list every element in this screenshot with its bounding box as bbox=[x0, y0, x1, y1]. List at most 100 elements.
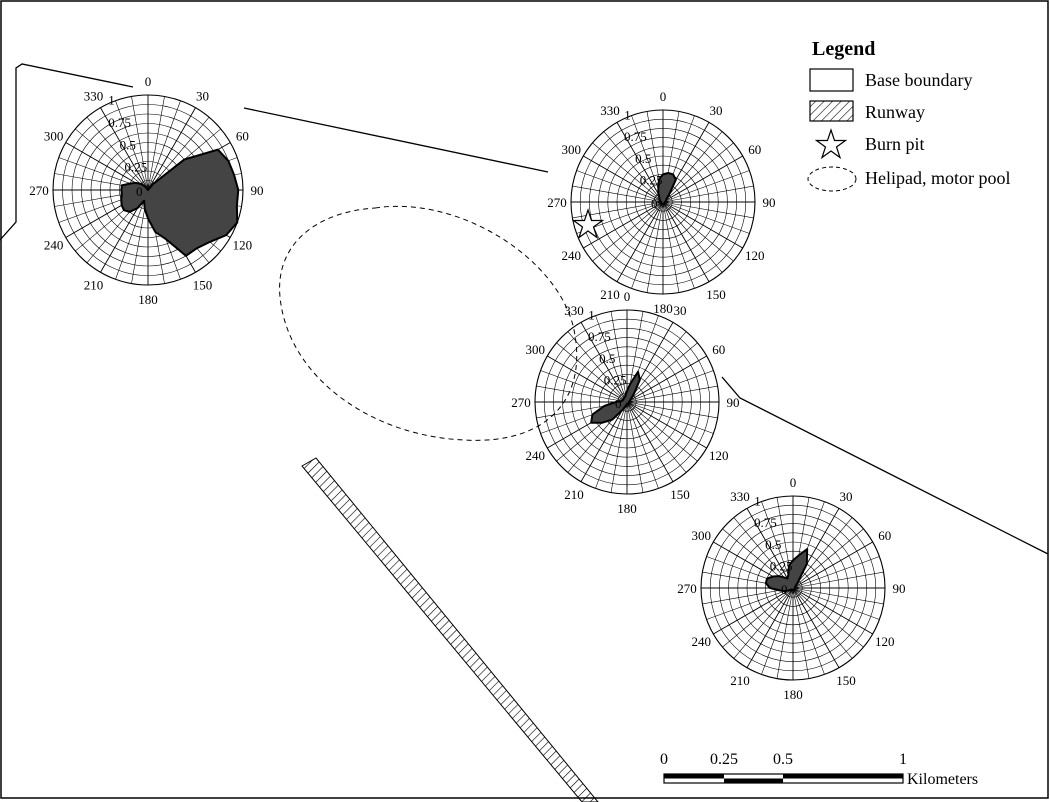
rose-angle-label: 120 bbox=[875, 634, 895, 649]
rose-center-label: 0 bbox=[136, 184, 143, 199]
rose-spoke bbox=[580, 401, 628, 482]
rose-spoke bbox=[556, 342, 628, 403]
rose-spoke bbox=[662, 185, 754, 203]
rose-radius-label: 0.75 bbox=[754, 515, 777, 530]
rose-spoke bbox=[733, 587, 794, 659]
rose-spoke bbox=[792, 587, 864, 648]
rose-radius-label: 0.25 bbox=[640, 172, 663, 187]
rose-spoke bbox=[547, 355, 628, 403]
legend-item-runway: Runway bbox=[809, 100, 925, 122]
runway-swatch-icon bbox=[809, 100, 854, 122]
rose-center-label: 0 bbox=[651, 196, 658, 211]
legend-label-burn-pit: Burn pit bbox=[865, 134, 925, 154]
rose-angle-label: 150 bbox=[836, 673, 856, 688]
rose-radius-label: 1 bbox=[108, 93, 115, 108]
rose-angle-label: 240 bbox=[561, 248, 581, 263]
legend-label-base-boundary: Base boundary bbox=[865, 70, 972, 90]
rose-angle-label: 270 bbox=[511, 395, 531, 410]
rose-spoke bbox=[722, 587, 794, 648]
rose-angle-label: 30 bbox=[840, 489, 853, 504]
rose-angle-label: 270 bbox=[29, 183, 49, 198]
rose-spoke bbox=[792, 587, 810, 679]
rose-angle-label: 330 bbox=[84, 89, 104, 104]
rose-angle-label: 90 bbox=[251, 183, 264, 198]
rose-spoke bbox=[583, 155, 664, 203]
rose-spoke bbox=[662, 201, 710, 282]
rose-spoke bbox=[567, 331, 628, 403]
rose-center-label: 0 bbox=[781, 582, 788, 597]
rose-spoke bbox=[75, 128, 149, 191]
scale-bar-segment-3 bbox=[783, 774, 903, 779]
rose-spoke bbox=[662, 201, 750, 234]
rose-spoke bbox=[540, 370, 628, 403]
base-boundary bbox=[0, 63, 1049, 555]
scale-tick-1: 0.25 bbox=[710, 751, 738, 768]
scale-tick-0: 0 bbox=[660, 751, 668, 768]
rose-spoke bbox=[662, 155, 743, 203]
rose-spoke bbox=[115, 100, 149, 191]
rose-spoke bbox=[792, 587, 853, 659]
rose-radius-label: 0.75 bbox=[624, 129, 647, 144]
rose-spoke bbox=[662, 201, 680, 293]
base-boundary-swatch-icon bbox=[809, 68, 854, 92]
rose-spoke bbox=[626, 401, 674, 482]
rose-spoke bbox=[776, 587, 794, 679]
burn-pit-legend-star-icon bbox=[814, 128, 848, 160]
rose-spoke bbox=[131, 96, 149, 191]
rose-data-polygon bbox=[657, 172, 677, 205]
burn-pit-star-icon bbox=[571, 208, 605, 240]
rose-angle-label: 90 bbox=[727, 395, 740, 410]
rose-spoke bbox=[792, 587, 884, 605]
rose-spoke bbox=[147, 96, 165, 191]
rose-spoke bbox=[626, 401, 707, 449]
legend-label-helipad: Helipad, motor pool bbox=[865, 168, 1010, 188]
rose-spoke bbox=[662, 201, 695, 289]
rose-angle-label: 270 bbox=[547, 195, 567, 210]
rose-angle-label: 180 bbox=[653, 301, 673, 316]
rose-spoke bbox=[536, 385, 628, 403]
rose-spoke bbox=[792, 528, 864, 589]
rose-angle-label: 120 bbox=[709, 448, 729, 463]
rose-spoke bbox=[616, 201, 664, 282]
rose-angle-label: 90 bbox=[893, 581, 906, 596]
rose-spoke bbox=[626, 385, 718, 403]
rose-spoke bbox=[792, 517, 853, 589]
rose-spoke bbox=[595, 315, 628, 403]
rose-spoke bbox=[115, 189, 149, 280]
rose-spoke bbox=[662, 131, 723, 203]
rose-spoke bbox=[631, 201, 664, 289]
rose-angle-label: 30 bbox=[710, 103, 723, 118]
rose-angle-label: 0 bbox=[145, 74, 152, 89]
rose-angle-label: 180 bbox=[783, 687, 803, 702]
rose-angle-label: 240 bbox=[525, 448, 545, 463]
base-boundary-segment-east bbox=[721, 376, 1049, 555]
rose-spoke bbox=[572, 185, 664, 203]
rose-spoke bbox=[626, 355, 707, 403]
rose-spoke bbox=[603, 201, 664, 273]
rose-angle-label: 30 bbox=[674, 303, 687, 318]
rose-spoke bbox=[662, 201, 723, 273]
rose-spoke bbox=[792, 587, 873, 635]
rose-spoke bbox=[662, 201, 754, 219]
legend-title: Legend bbox=[812, 38, 875, 60]
rose-radius-label: 0.75 bbox=[588, 329, 611, 344]
rose-spoke bbox=[792, 587, 840, 668]
legend-item-base-boundary: Base boundary bbox=[809, 68, 972, 92]
base-boundary-segment-north bbox=[243, 107, 549, 173]
rose-angle-label: 150 bbox=[670, 487, 690, 502]
rose-radius-label: 0.25 bbox=[770, 558, 793, 573]
rose-spoke bbox=[100, 107, 149, 191]
rose-angle-label: 210 bbox=[600, 287, 620, 302]
scale-tick-3: 1 bbox=[899, 751, 907, 768]
rose-spoke bbox=[792, 587, 880, 620]
rose-spoke bbox=[603, 131, 664, 203]
scale-bar: 0 0.25 0.5 1 Kilometers bbox=[660, 751, 978, 788]
rose-angle-label: 120 bbox=[233, 238, 253, 253]
rose-spoke bbox=[792, 587, 825, 675]
rose-angle-label: 150 bbox=[706, 287, 726, 302]
rose-spoke bbox=[662, 142, 734, 203]
rose-angle-label: 300 bbox=[525, 342, 545, 357]
wind-rose-bottom-right: 03060901201501802102402703003300.250.50.… bbox=[677, 475, 905, 702]
legend-label-runway: Runway bbox=[865, 102, 925, 122]
wind-rose-top-right: 03060901201501802102402703003300.250.50.… bbox=[547, 89, 775, 316]
